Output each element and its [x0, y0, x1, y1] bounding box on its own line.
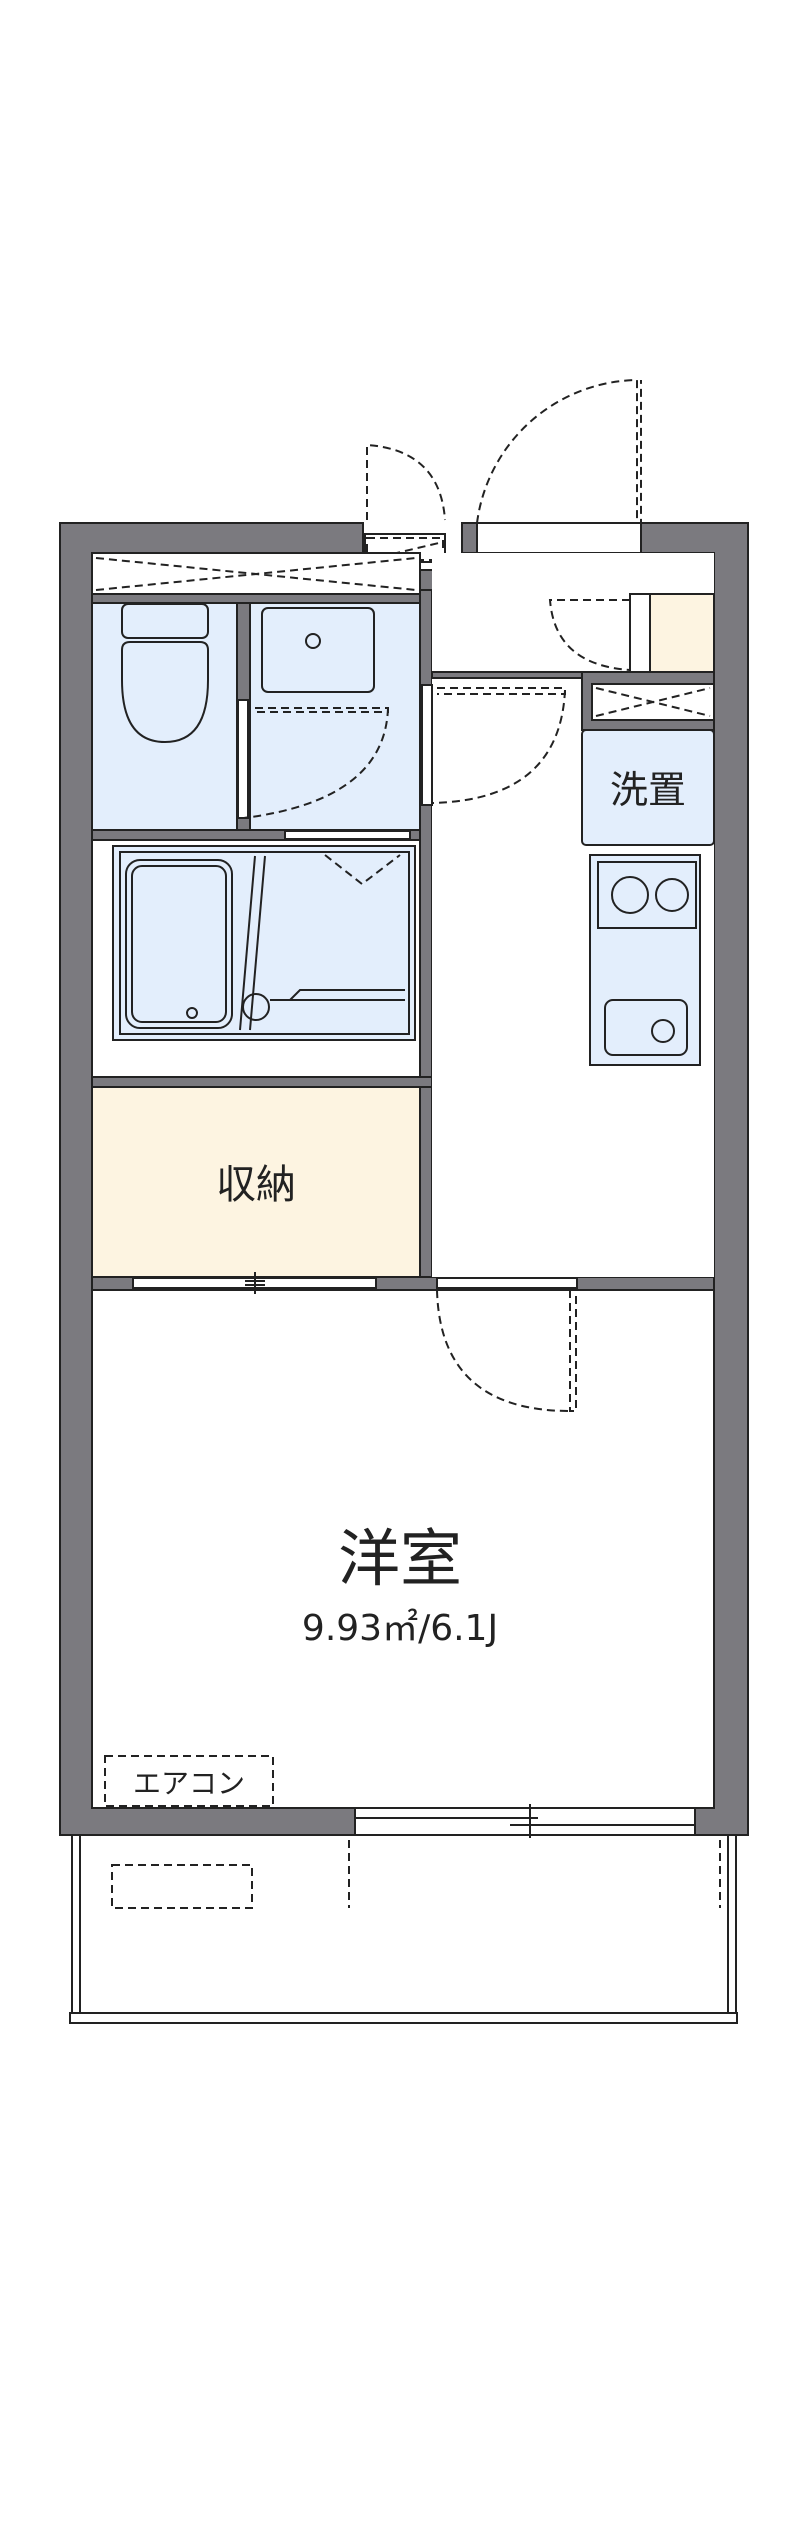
entrance-door[interactable] [476, 378, 642, 554]
aircon-label: エアコン [133, 1767, 245, 1800]
bath-door[interactable] [284, 830, 411, 840]
stove-burner-icon [655, 878, 689, 912]
storage-closet[interactable]: 収納 [91, 1086, 421, 1278]
toilet-bowl-icon [121, 641, 209, 744]
balcony [69, 1835, 738, 2024]
room-area: 9.93㎡/6.1J [302, 1607, 498, 1649]
washroom-door[interactable] [421, 684, 433, 806]
storage-label: 収納 [216, 1162, 296, 1208]
upper-shelf [91, 552, 421, 595]
washer-space[interactable]: 洗置 [581, 729, 715, 846]
western-room: 洋室 9.93㎡/6.1J [302, 1522, 498, 1649]
room-door[interactable] [436, 1277, 578, 1412]
aircon-outdoor-unit [111, 1864, 253, 1909]
aircon: エアコン [104, 1755, 274, 1807]
kitchen-counter [589, 854, 701, 1066]
sink-icon [604, 999, 688, 1056]
bathtub-icon [125, 859, 233, 1029]
toilet-tank-icon [121, 603, 209, 639]
storage-sliding-door[interactable] [132, 1272, 377, 1294]
washroom-door-swing [431, 687, 566, 804]
washbasin-icon [261, 607, 375, 693]
bathroom[interactable] [91, 839, 421, 1078]
interior-wall [91, 1076, 433, 1088]
toilet-room[interactable] [91, 602, 238, 831]
toilet-door[interactable] [237, 699, 249, 819]
stove-burner-icon [611, 876, 649, 914]
washroom[interactable] [243, 602, 421, 831]
interior-wall [91, 593, 421, 604]
upper-cabinet [591, 683, 715, 721]
shower-icon [242, 993, 270, 1021]
shoe-closet[interactable] [548, 593, 715, 673]
balcony-window[interactable] [354, 1804, 696, 1838]
meter-box [364, 443, 446, 563]
washer-label: 洗置 [610, 768, 686, 812]
room-label: 洋室 [338, 1522, 462, 1595]
